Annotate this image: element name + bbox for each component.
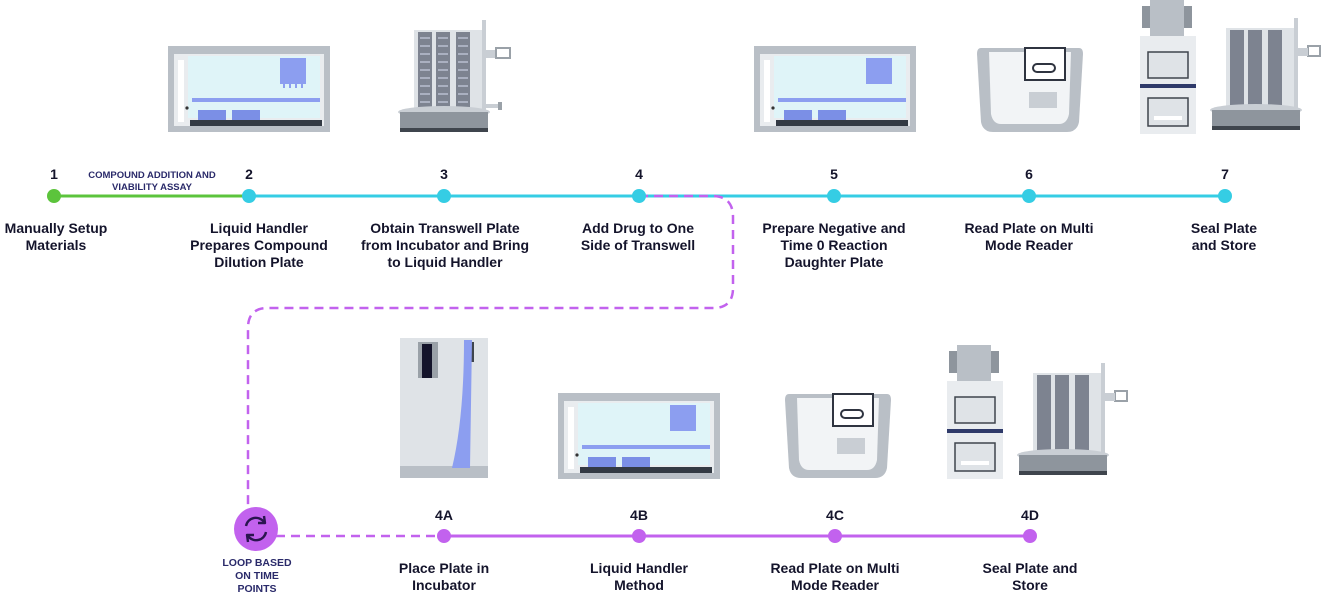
step-node-3 xyxy=(437,189,451,203)
step-label: Obtain Transwell Plate from Incubator an… xyxy=(361,220,529,270)
sealer-and-hotel-icon xyxy=(947,345,1128,479)
step-number: 2 xyxy=(245,166,253,182)
step-number: 1 xyxy=(50,166,58,182)
plate-reader-icon xyxy=(977,47,1083,132)
step-node-7 xyxy=(1218,189,1232,203)
step-number: 4B xyxy=(630,507,648,523)
segment-label: COMPOUND ADDITION AND VIABILITY ASSAY xyxy=(88,170,216,193)
step-label: Read Plate on Multi Mode Reader xyxy=(964,220,1094,253)
step-node-4a xyxy=(437,529,451,543)
liquid-handler-icon xyxy=(558,393,720,479)
plate-hotel-icon xyxy=(398,20,511,132)
liquid-handler-icon xyxy=(754,46,916,132)
step-node-2 xyxy=(242,189,256,203)
step-node-4 xyxy=(632,189,646,203)
step-label: Seal Plate and Store xyxy=(982,560,1078,593)
step-number: 4D xyxy=(1021,507,1039,523)
step-number: 6 xyxy=(1025,166,1033,182)
step-number: 5 xyxy=(830,166,838,182)
step-number: 7 xyxy=(1221,166,1229,182)
step-node-6 xyxy=(1022,189,1036,203)
step-label: Read Plate on Multi Mode Reader xyxy=(770,560,900,593)
step-label: Liquid Handler Prepares Compound Dilutio… xyxy=(190,220,328,270)
step-node-1 xyxy=(47,189,61,203)
step-label: Liquid Handler Method xyxy=(590,560,688,593)
loop-icon xyxy=(234,507,278,551)
step-label: Seal Plate and Store xyxy=(1190,220,1258,253)
incubator-icon xyxy=(400,338,488,478)
step-node-4b xyxy=(632,529,646,543)
step-label: Place Plate in Incubator xyxy=(398,560,490,593)
liquid-handler-icon xyxy=(168,46,330,132)
step-label: Manually Setup Materials xyxy=(4,220,108,253)
plate-reader-icon xyxy=(785,393,891,478)
step-node-4c xyxy=(828,529,842,543)
step-node-4d xyxy=(1023,529,1037,543)
sealer-and-hotel-icon xyxy=(1140,0,1321,134)
step-number: 3 xyxy=(440,166,448,182)
step-number: 4A xyxy=(435,507,453,523)
loop-label: LOOP BASED ON TIME POINTS xyxy=(222,557,292,595)
step-number: 4C xyxy=(826,507,844,523)
step-label: Add Drug to One Side of Transwell xyxy=(580,220,696,253)
step-number: 4 xyxy=(635,166,643,182)
step-label: Prepare Negative and Time 0 Reaction Dau… xyxy=(762,220,906,270)
step-node-5 xyxy=(827,189,841,203)
